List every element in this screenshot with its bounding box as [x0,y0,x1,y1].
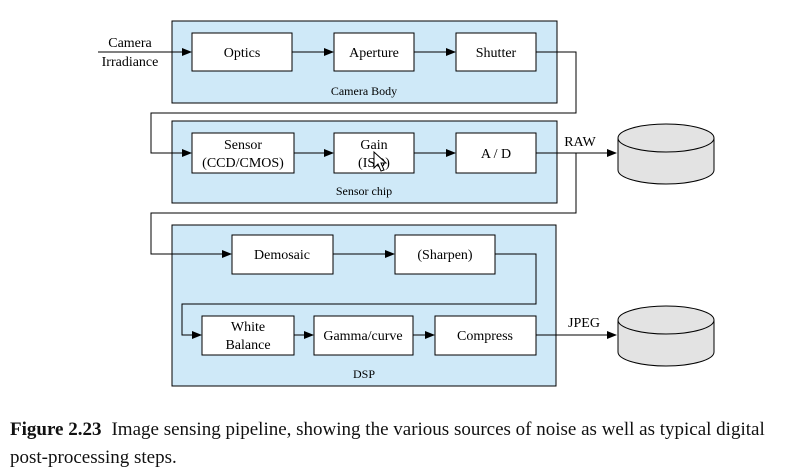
raw-storage-icon [617,123,715,185]
caption-text: Image sensing pipeline, showing the vari… [10,419,765,468]
arrow-sharpen-whitebalance [181,253,537,339]
jpeg-storage-icon [617,305,715,367]
aperture-label: Aperture [349,46,399,61]
dsp-label: DSP [353,367,375,381]
sharpen-label: (Sharpen) [417,248,473,263]
figure-label: Figure 2.23 [10,419,102,440]
ad-block [455,132,537,174]
shutter-block [455,32,537,72]
ad-label: A / D [481,147,511,162]
gain-label-1: Gain [360,138,387,153]
sensor-chip-label: Sensor chip [336,184,392,198]
optics-block [191,32,293,72]
compress-block [434,315,537,356]
sensor-label-1: Sensor [224,138,262,153]
white-balance-label-2: Balance [225,338,270,353]
demosaic-label: Demosaic [254,248,310,263]
pipeline-diagram: Camera Body Sensor chip DSP Camera Irrad… [98,20,715,387]
camera-body-label: Camera Body [331,84,397,98]
white-balance-block [201,315,295,356]
jpeg-label: JPEG [568,316,600,331]
gamma-label: Gamma/curve [323,329,402,344]
compress-label: Compress [457,329,513,344]
arrow-shutter-sensor [150,51,577,157]
gamma-block [313,315,414,356]
sensor-block [191,132,295,174]
arrow-ad-demosaic [150,153,577,258]
demosaic-block [231,234,334,275]
input-label-camera: Camera [108,36,152,51]
sensor-label-2: (CCD/CMOS) [202,156,284,171]
dsp-group [171,224,557,387]
shutter-label: Shutter [476,46,517,61]
raw-label: RAW [564,135,596,150]
optics-label: Optics [224,46,261,61]
input-label-irradiance: Irradiance [102,55,159,70]
white-balance-label-1: White [231,320,265,335]
mouse-cursor-icon [373,150,388,172]
